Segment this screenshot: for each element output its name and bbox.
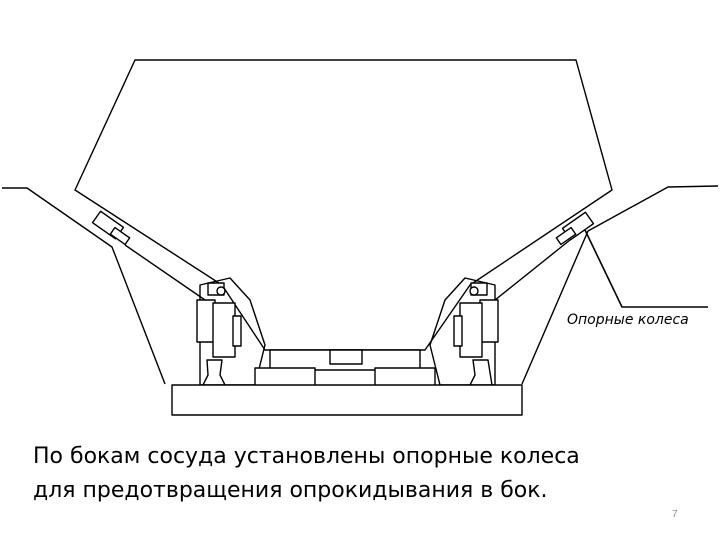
right-guide-rail — [494, 239, 571, 301]
callout-support-wheels: Опорные колеса — [567, 312, 689, 328]
left-support-wheel — [91, 210, 131, 246]
right-bogie — [429, 277, 499, 386]
caption-line-1: По бокам сосуда установлены опорные коле… — [33, 444, 580, 469]
base-platform — [171, 384, 523, 416]
page-number: 7 — [672, 509, 678, 520]
vessel-body — [74, 59, 613, 351]
left-guide-rail — [124, 244, 206, 301]
right-support-wheel — [555, 211, 595, 246]
slide-caption: По бокам сосуда установлены опорные коле… — [33, 440, 693, 508]
callout-leader — [584, 229, 708, 308]
left-shaft-wall — [2, 187, 166, 385]
center-axle — [254, 349, 436, 387]
caption-line-2: для предотвращения опрокидывания в бок. — [33, 478, 548, 503]
right-shaft-wall — [521, 185, 719, 385]
vessel-diagram — [2, 59, 719, 416]
